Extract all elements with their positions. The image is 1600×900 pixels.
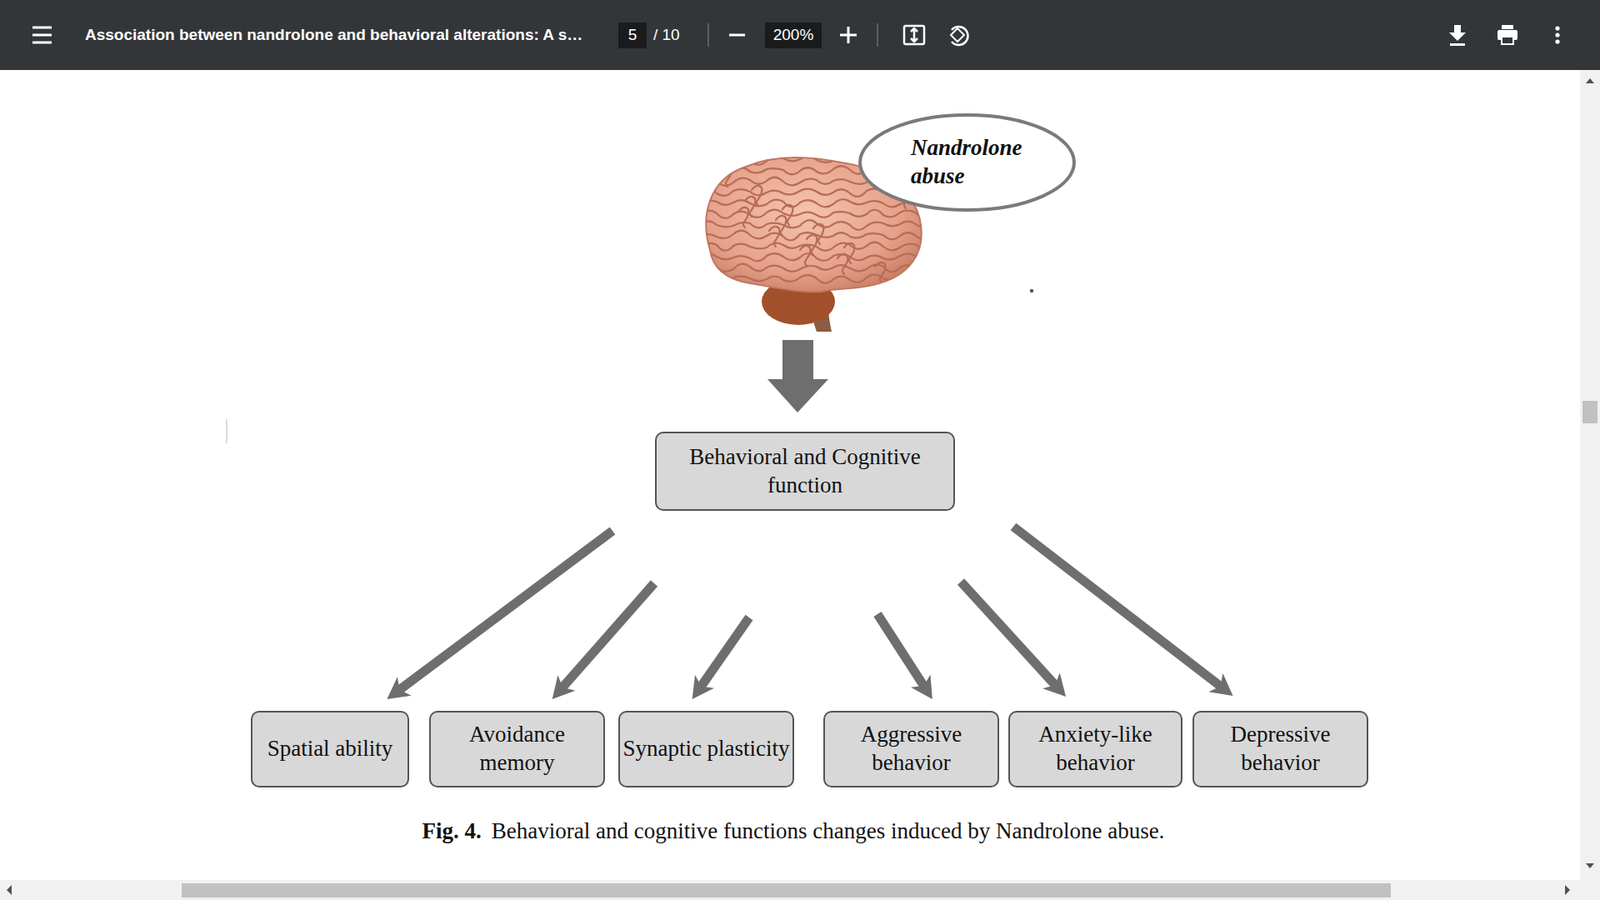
box-label: Behavioral and Cognitive function [675,443,935,500]
zoom-box [765,22,822,49]
scrollbar [0,880,1600,900]
scroll-thumb [1582,400,1598,424]
page-box [618,22,647,49]
scroll-arrow [1585,863,1595,869]
process-box: Aggressive behavior [823,710,1000,788]
ellipse-outline [857,112,1077,213]
stray-mark [225,419,228,444]
print-icon [1497,25,1518,45]
figure-caption: Behavioral and cognitive functions chang… [491,818,1165,845]
download-icon [1449,25,1466,46]
page-count: / 10 [653,25,680,45]
connector-arrow [692,617,750,700]
process-box: Depressive behavior [1192,710,1369,788]
process-box: Behavioral and Cognitive function [655,431,955,511]
scroll-thumb [181,883,1391,898]
zoom-in-icon [840,26,857,44]
process-box: Avoidance memory [429,710,605,788]
process-box: Anxiety-like behavior [1008,710,1183,788]
separator [707,23,710,47]
box-label: Depressive behavior [1194,720,1367,778]
stray-mark [1030,289,1034,293]
box-label: Avoidance memory [430,720,604,778]
rotate-icon [950,26,968,45]
connector-arrow [877,614,933,700]
box-label: Anxiety-like behavior [1010,720,1181,778]
connector-arrow [1013,526,1234,696]
down-arrow [767,340,829,413]
more-icon [1555,25,1560,44]
zoom-level: 200% [773,25,815,45]
fit-page-icon [904,25,925,45]
box-label: Spatial ability [267,735,394,764]
figure-number: Fig. 4. [422,818,482,845]
box-label: Aggressive behavior [825,720,998,778]
scroll-arrow [1565,885,1570,895]
document-title: Association between nandrolone and behav… [85,25,583,45]
box-label: Synaptic plasticity [622,735,790,764]
connector-arrow [552,583,655,700]
toolbar [0,0,1600,70]
connector-arrow [960,581,1066,697]
process-box: Spatial ability [250,710,410,788]
zoom-out-icon [729,34,745,37]
process-box: Synaptic plasticity [618,710,795,788]
menu-icon [32,27,52,43]
scroll-arrow [1585,78,1595,84]
separator [876,23,879,47]
speech-bubble: Nandrolone abuse [857,112,1077,213]
page-number: 5 [628,25,638,45]
scrollbar [1580,70,1600,880]
scroll-arrow [6,885,12,895]
caption-line: Fig. 4. Behavioral and cognitive function… [0,818,1580,845]
bubble-text: Nandrolone abuse [910,134,1023,191]
